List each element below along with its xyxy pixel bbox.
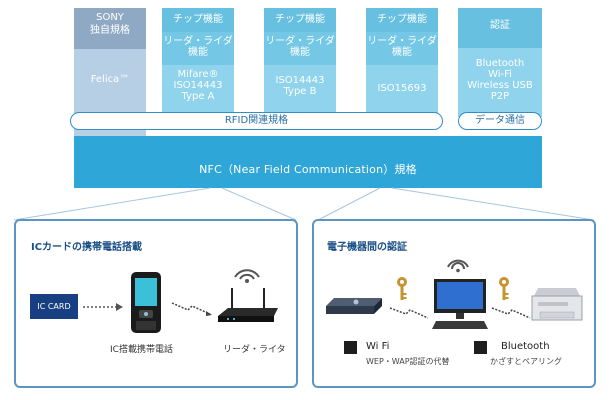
column-iso15693-reader: リーダ・ライダ 機能	[366, 32, 438, 65]
column-type-b-header: チップ機能	[264, 8, 336, 32]
column-iso15693: チップ機能 リーダ・ライダ 機能 ISO15693	[366, 8, 438, 117]
column-iso15693-header: チップ機能	[366, 8, 438, 32]
column-type-a-standard: Mifare® ISO14443 Type A	[162, 65, 234, 117]
lightning-link-icon	[171, 302, 212, 316]
data-comm-pill: データ通信	[458, 112, 542, 130]
rfid-pill: RFID関連規格	[70, 112, 443, 130]
reader-label: リーダ・ライタ	[223, 345, 286, 355]
set-top-box-icon	[326, 298, 382, 314]
panel-device-auth-title: 電子機器間の認証	[327, 242, 407, 253]
column-iso15693-standard: ISO15693	[366, 65, 438, 117]
bluetooth-bullet	[474, 341, 487, 354]
panel-ic-card-title: ICカードの携帯電話搭載	[31, 242, 143, 253]
column-type-b: チップ機能 リーダ・ライダ 機能 ISO14443 Type B	[264, 8, 336, 117]
key-icon	[397, 277, 407, 300]
column-type-b-standard: ISO14443 Type B	[264, 65, 336, 117]
column-type-a-header: チップ機能	[162, 8, 234, 32]
nfc-base-label: NFC（Near Field Communication）規格	[199, 163, 417, 176]
column-auth-standards: Bluetooth Wi-Fi Wireless USB P2P	[458, 48, 542, 117]
bluetooth-sub-label: かざすとペアリング	[490, 357, 562, 366]
column-type-a: チップ機能 リーダ・ライダ 機能 Mifare® ISO14443 Type A	[162, 8, 234, 117]
dotted-arrow-icon	[83, 303, 123, 311]
column-sony-header: SONY 独自規格	[74, 8, 146, 49]
computer-monitor-icon	[432, 279, 488, 329]
column-type-b-reader: リーダ・ライダ 機能	[264, 32, 336, 65]
lightning-link-icon	[491, 307, 531, 319]
ic-card-text: IC CARD	[37, 302, 71, 311]
wifi-sub-label: WEP・WAP認証の代替	[366, 357, 450, 366]
column-auth-header: 認証	[458, 8, 542, 48]
wifi-label: Wi Fi	[366, 341, 390, 352]
column-type-a-reader: リーダ・ライダ 機能	[162, 32, 234, 65]
column-auth: 認証 Bluetooth Wi-Fi Wireless USB P2P	[458, 8, 542, 117]
printer-icon	[531, 288, 583, 321]
lightning-link-icon	[389, 307, 429, 319]
ic-card: IC CARD	[30, 294, 78, 319]
mobile-phone-icon	[131, 272, 161, 333]
router-icon	[218, 288, 278, 322]
wifi-signal-icon	[447, 259, 469, 273]
phone-label: IC搭載携帯電話	[110, 345, 173, 355]
wifi-bullet	[344, 341, 357, 354]
bluetooth-label: Bluetooth	[501, 341, 550, 352]
nfc-base-band: NFC（Near Field Communication）規格	[74, 136, 542, 188]
key-icon	[499, 277, 509, 300]
wifi-signal-icon	[234, 269, 260, 283]
